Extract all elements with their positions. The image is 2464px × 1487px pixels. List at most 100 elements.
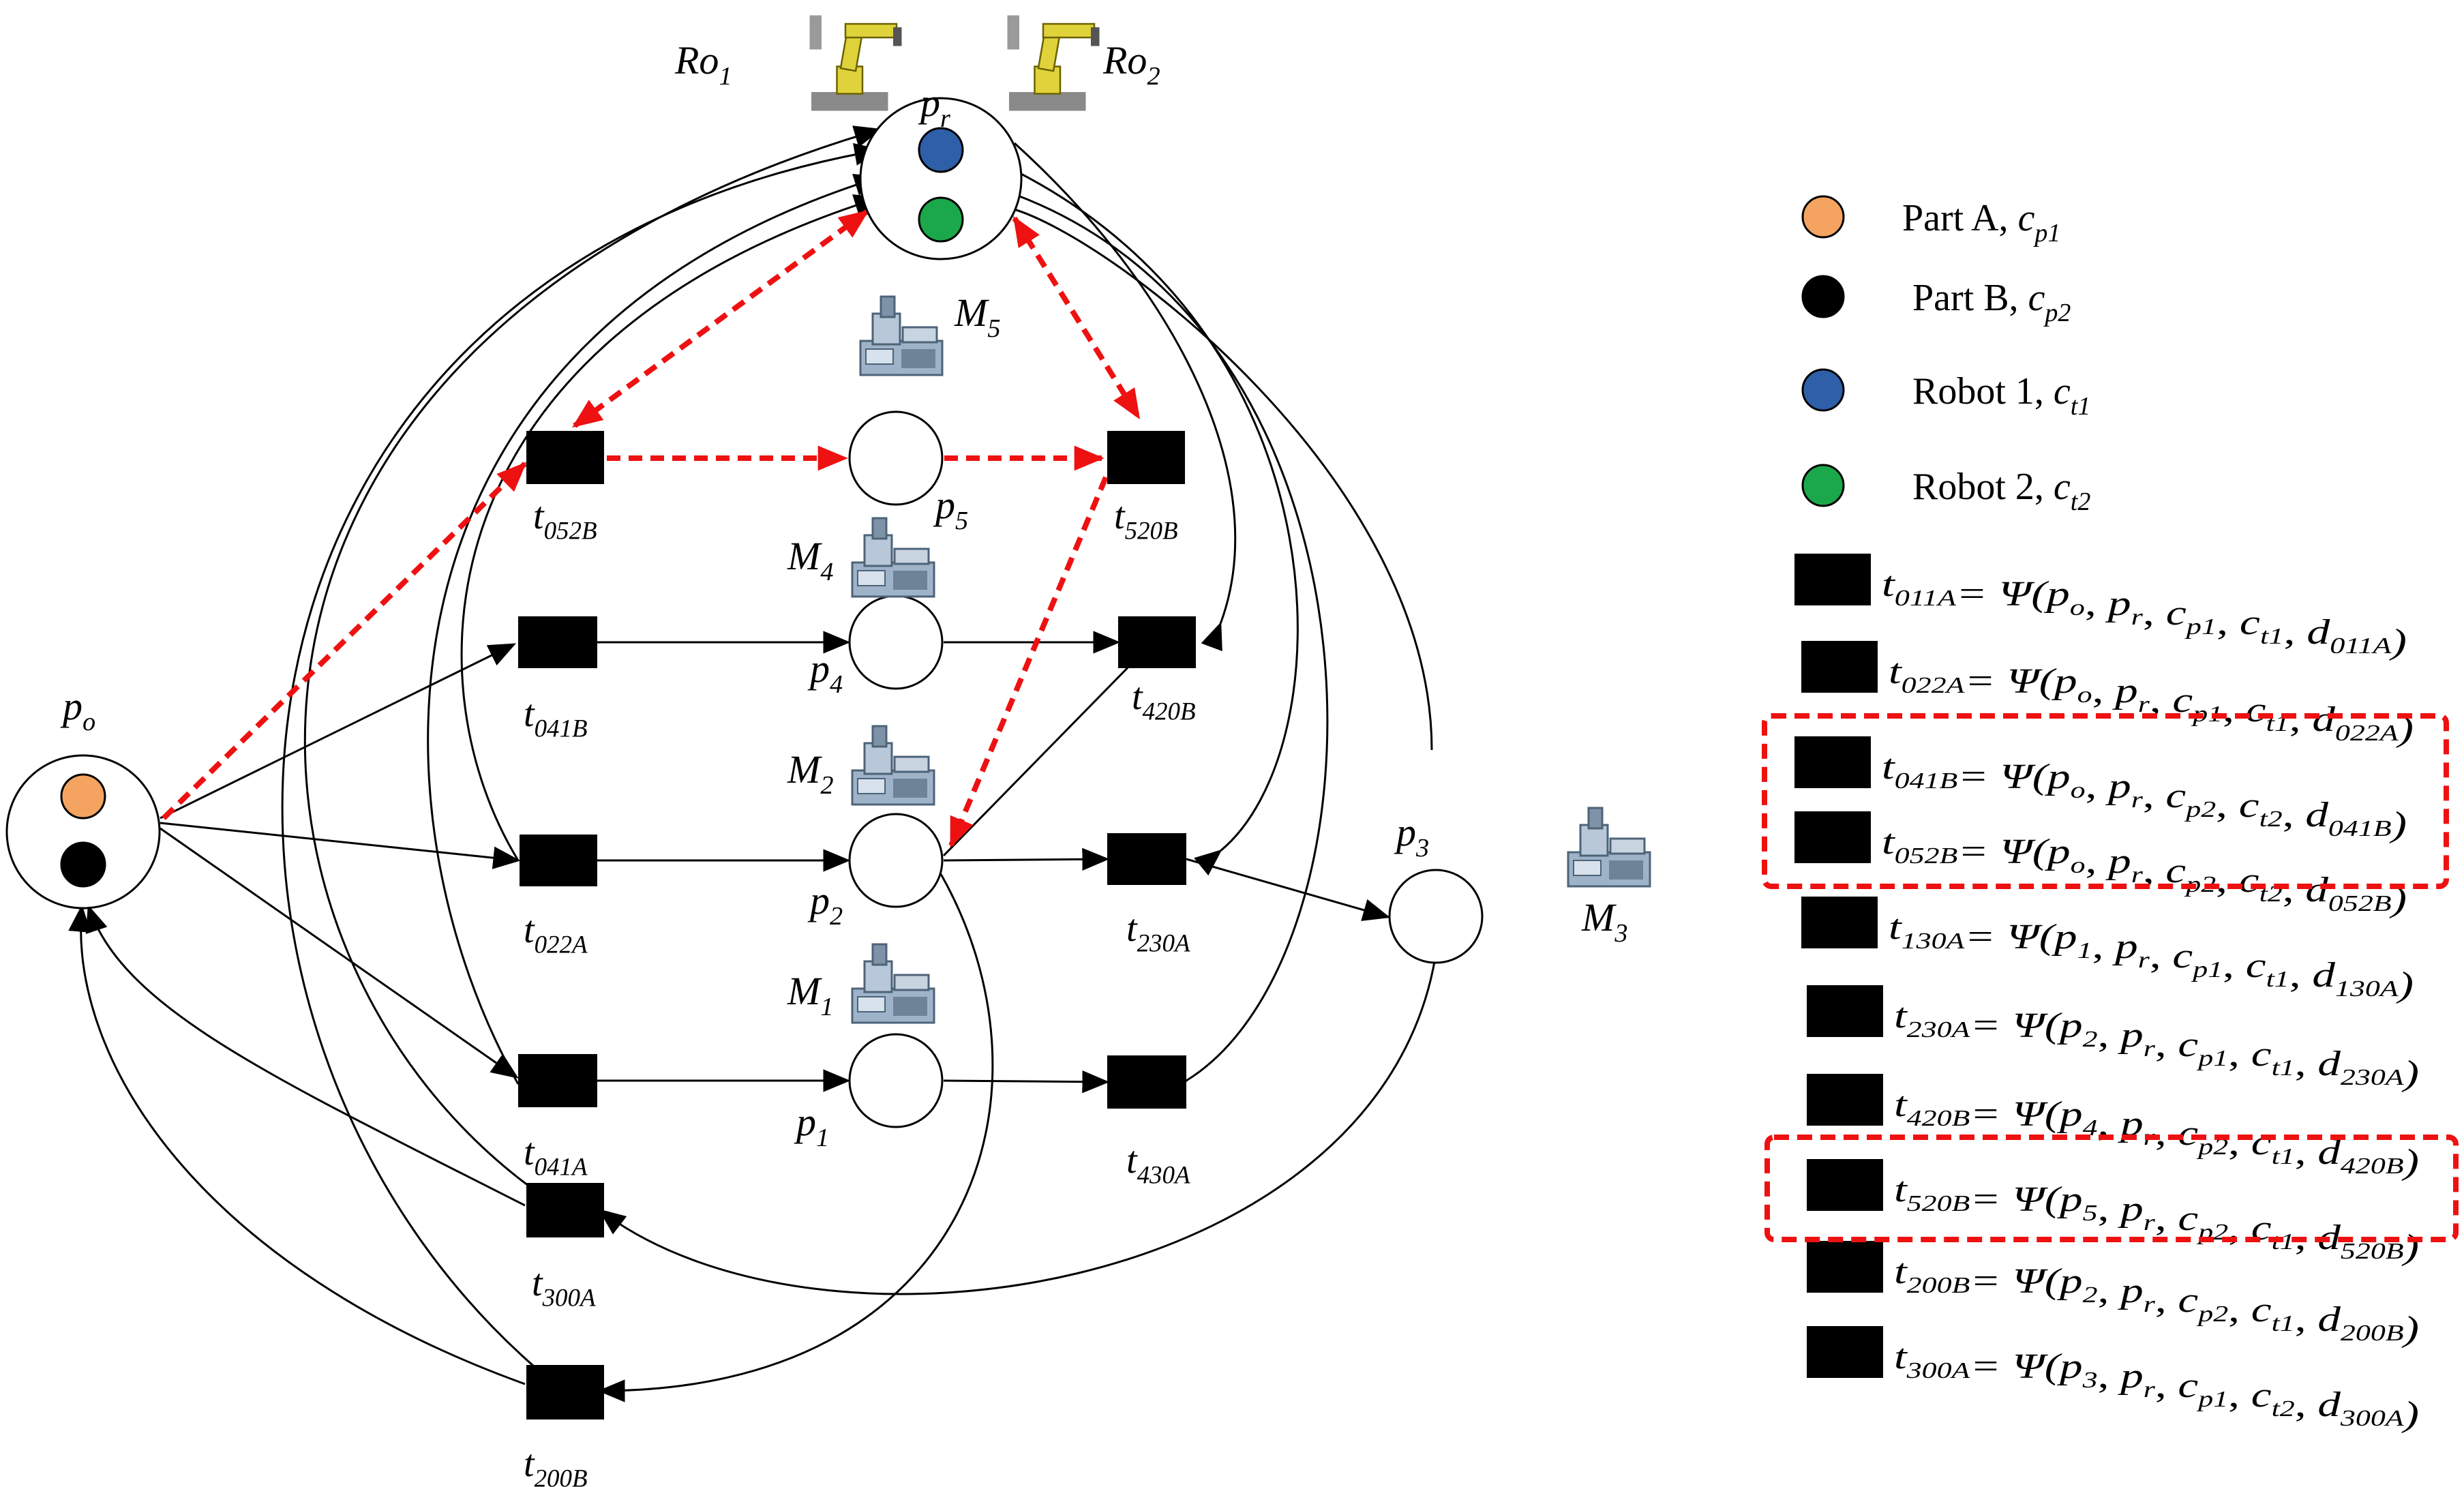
place-pr [859,97,1023,260]
legend-token-swatch [1801,464,1845,507]
arc-pr-t230A [1014,169,1299,876]
legend-highlight-box [1762,713,2449,889]
arcs [68,125,1437,1402]
cnc-machine-icon [1567,807,1651,888]
legend-token-label: Robot 2, ct2 [1912,466,2090,516]
legend-transition-box [1801,641,1878,693]
legend-transition-box [1794,811,1871,863]
token-robot-1 [918,127,964,173]
highlight-arcs [162,209,1141,848]
arc-po-t041A [160,827,519,1079]
transition-label-t052B: t052B [533,495,597,545]
place-p1 [848,1033,944,1128]
places [5,97,1484,1128]
legend-token-swatch [1801,275,1845,318]
arc-p3-t300A [598,957,1437,1295]
legend-transition-box [1794,736,1871,788]
transition-label-t022A: t022A [524,909,588,959]
robot-label-ro1: Ro1 [674,38,732,91]
arc-pr-t420B [1013,142,1237,652]
place-p5 [848,410,944,506]
transition-label-t420B: t420B [1132,676,1196,725]
legend-transition-box [1807,1159,1883,1211]
token-part-a [60,773,106,820]
transition-label-t200B: t200B [524,1443,588,1487]
machine-label-m2: M2 [787,747,833,800]
legend-token-label: Robot 1, ct1 [1912,370,2090,421]
token-robot-2 [918,196,964,243]
transition-t230A [1107,833,1186,885]
transition-label-t520B: t520B [1114,495,1178,545]
transition-t420B [1118,616,1196,668]
transition-t041B [518,616,597,668]
token-part-b [60,841,106,888]
transition-label-t300A: t300A [532,1262,596,1312]
transition-label-t041B: t041B [524,693,588,742]
arc-pr-t300A [1008,207,1433,751]
place-label-p5: p5 [933,483,968,535]
transitions [518,431,1196,1420]
tokens [60,127,964,888]
legend-highlight-box [1764,1135,2459,1242]
transition-t520B [1107,431,1185,484]
legend-transition-box [1807,1074,1883,1126]
legend-transition-box [1807,1241,1883,1293]
cnc-machine-icon [859,295,944,376]
arc-po-t022A [160,822,521,869]
legend-token-swatch [1801,368,1845,412]
machine-label-m1: M1 [787,969,833,1021]
arc-pr-t430A [1014,193,1329,1104]
robot-icon [809,14,903,112]
legend-token-label: Part B, cp2 [1912,277,2071,327]
place-p4 [848,595,944,690]
arc-t300A-po [85,904,526,1207]
transition-t430A [1107,1055,1186,1109]
transition-label-t230A: t230A [1126,907,1190,957]
legend-token-swatch [1801,195,1845,239]
transition-t022A [520,835,597,886]
cnc-machine-icon [851,517,935,598]
transition-t300A [526,1183,604,1237]
place-po [5,754,161,910]
arc-p2-t230A [943,847,1110,871]
arc-t420B-p2 [942,657,1139,857]
legend-transition-box [1801,897,1878,948]
machine-label-m3: M3 [1581,895,1627,948]
place-label-p2: p2 [807,878,843,931]
robot-label-ro2: Ro2 [1102,38,1160,91]
machine-label-m5: M5 [954,290,1000,343]
red-arc-t520B-p2 [948,476,1109,848]
place-p2 [848,813,944,908]
red-arc-pr-t520B [1012,215,1141,420]
arc-p1-t430A [943,1070,1110,1094]
red-arc-pr-t052B [572,209,869,429]
legend-transition-box [1807,1326,1883,1378]
machine-label-m4: M4 [787,534,833,586]
transition-label-t430A: t430A [1126,1139,1190,1189]
robot-icon [1006,14,1100,112]
place-label-pr: pr [918,80,950,133]
arc-po-t041B [160,643,516,820]
transition-t041A [518,1054,597,1107]
arc-p2-t200B [597,873,994,1402]
place-label-p4: p4 [807,646,843,699]
place-label-po: po [60,684,95,736]
place-label-p3: p3 [1394,810,1429,862]
red-arc-po-t052B [162,462,527,820]
legend-transition-box [1794,554,1871,605]
place-p3 [1388,869,1484,964]
arc-t041A-pr [427,174,882,1085]
arc-t230A-p3 [1186,858,1391,921]
transition-label-t041A: t041A [524,1131,588,1181]
legend-token-label: Part A, cp1 [1902,197,2060,247]
transition-t200B [526,1365,604,1420]
